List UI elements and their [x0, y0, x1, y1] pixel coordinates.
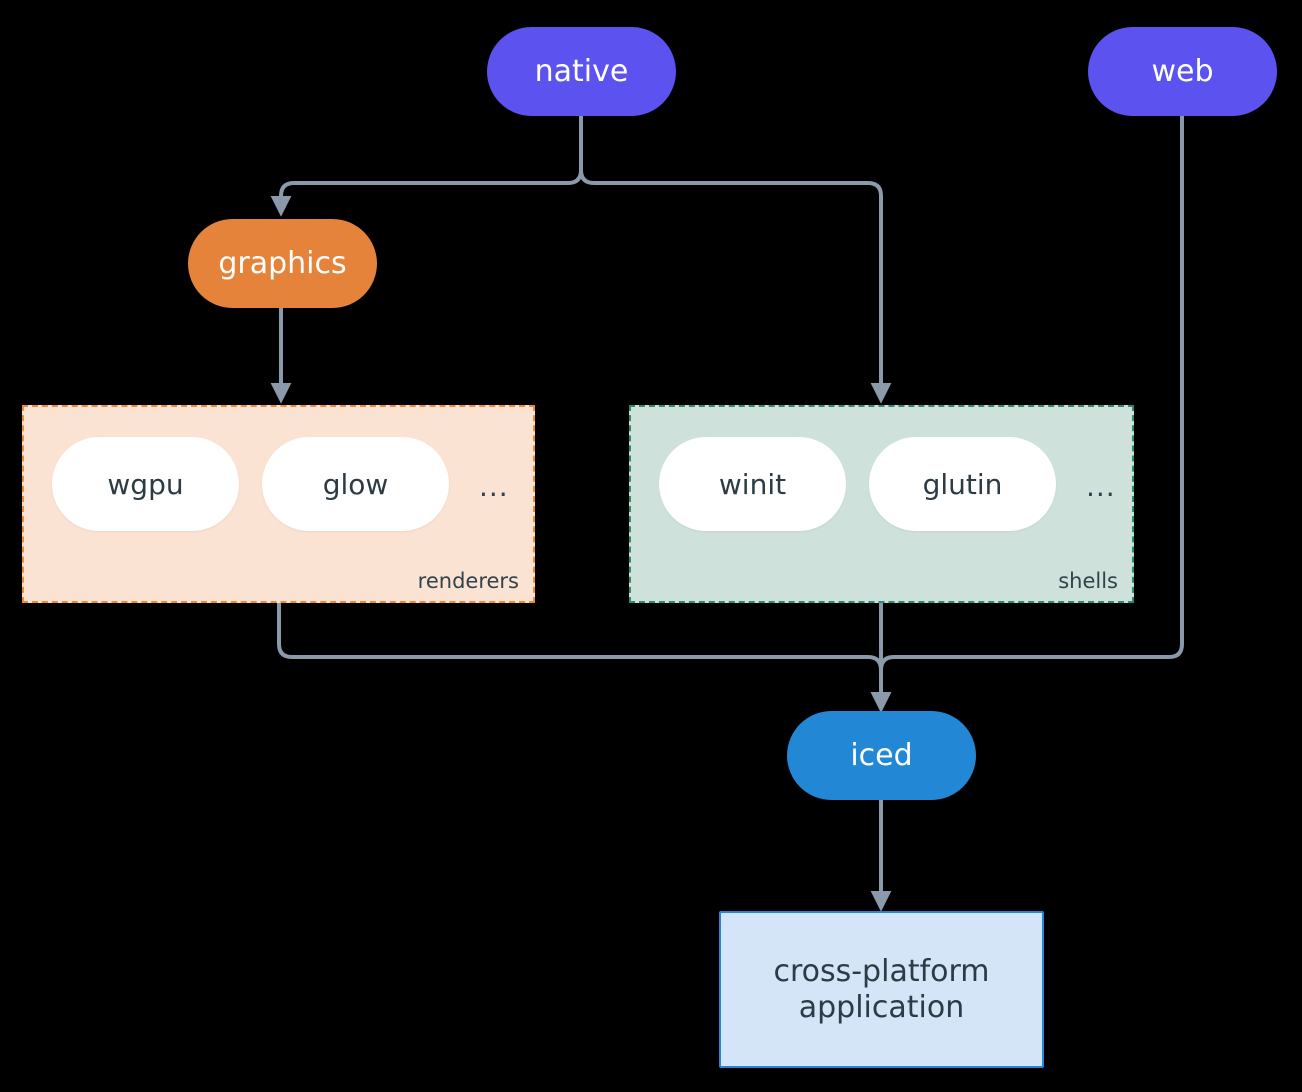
group-shells-overflow-ellipsis: ...: [1086, 470, 1116, 503]
group-child-wgpu-label: wgpu: [107, 467, 184, 501]
node-native[interactable]: native: [487, 27, 676, 116]
group-child-glutin[interactable]: glutin: [869, 437, 1056, 531]
group-shells-title: shells: [1058, 569, 1118, 593]
group-shells: winit glutin ... shells: [629, 405, 1134, 603]
group-child-glutin-label: glutin: [922, 467, 1003, 501]
node-graphics-label: graphics: [218, 245, 347, 281]
edge-native-to-shells: [579, 115, 892, 404]
group-renderers-title: renderers: [417, 569, 519, 593]
edge-web-to-iced: [870, 115, 1184, 713]
edge-native-to-graphics: [270, 115, 583, 217]
node-graphics[interactable]: graphics: [188, 219, 377, 308]
group-renderers-overflow-ellipsis: ...: [479, 470, 509, 503]
group-child-winit-label: winit: [718, 467, 787, 501]
node-iced[interactable]: iced: [787, 711, 976, 800]
group-child-winit[interactable]: winit: [659, 437, 846, 531]
node-iced-label: iced: [850, 737, 913, 773]
node-application-label: cross-platform application: [773, 954, 990, 1025]
node-application[interactable]: cross-platform application: [719, 911, 1044, 1068]
edge-renderers-to-iced: [277, 602, 892, 713]
group-child-glow-label: glow: [322, 467, 389, 501]
group-child-glow[interactable]: glow: [262, 437, 449, 531]
node-web-label: web: [1151, 53, 1214, 89]
group-child-wgpu[interactable]: wgpu: [52, 437, 239, 531]
node-native-label: native: [534, 53, 629, 89]
group-renderers: wgpu glow ... renderers: [22, 405, 535, 603]
node-web[interactable]: web: [1088, 27, 1277, 116]
